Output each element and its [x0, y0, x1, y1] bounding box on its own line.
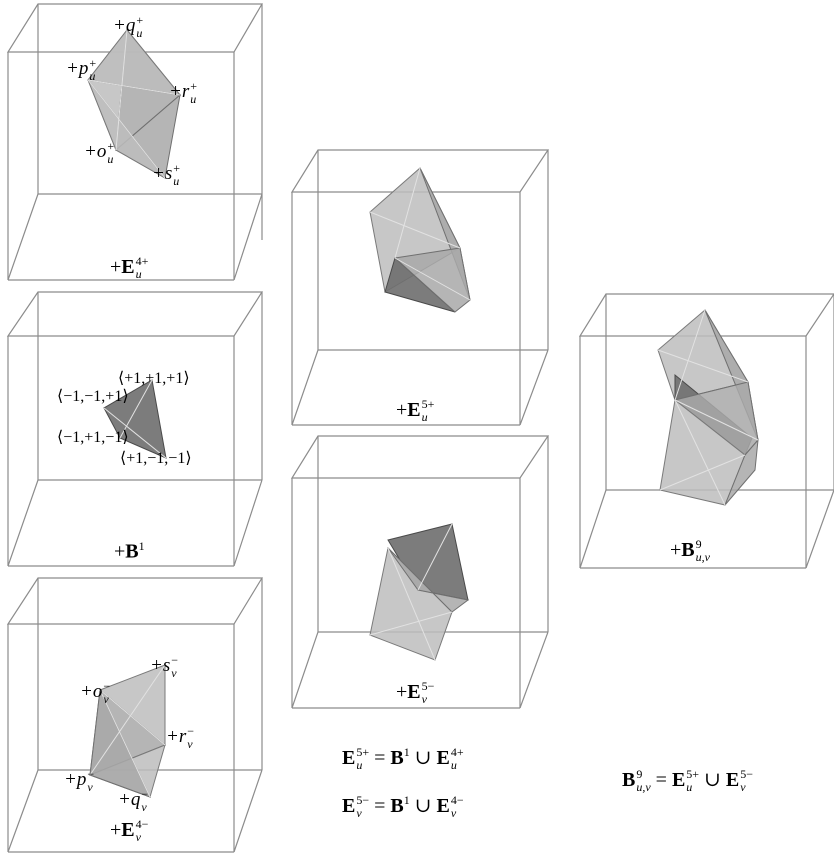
vertex-label-q-u: +q+u	[113, 13, 144, 40]
vertex-label-r-v: +r−v	[166, 724, 194, 751]
vertex-label-q-v: +q−v	[118, 787, 149, 814]
vertex-label-o-u: +o+u	[84, 139, 115, 166]
panel-e4u-polyhedron	[87, 28, 182, 179]
panel-b1-box	[6, 291, 264, 567]
panel-b9-polyhedron	[657, 309, 759, 506]
vertex-label-s-u: +s+u	[152, 161, 180, 188]
coord-label-ppp: ⟨+1,+1,+1⟩	[118, 370, 190, 387]
panel-e5v-box	[290, 435, 550, 709]
vertex-label-p-v: +p−v	[64, 767, 95, 794]
coord-label-mpm: ⟨−1,+1,−1⟩	[57, 429, 129, 446]
panel-e5v-polyhedron	[369, 523, 470, 661]
vertex-label-p-u: +p+u	[66, 56, 97, 83]
panel-b1-tetrahedron	[103, 379, 167, 459]
panel-b9-box	[578, 293, 834, 569]
panel-e4v-polyhedron	[88, 664, 166, 798]
vertex-label-o-v: +o−v	[80, 679, 111, 706]
panel-e5u-box	[290, 149, 550, 426]
panel-e5u-polyhedron	[369, 167, 471, 313]
coord-label-pmm: ⟨+1,−1,−1⟩	[120, 450, 192, 467]
panel-e4u-box	[6, 3, 264, 281]
caption-b1: +B1	[114, 539, 145, 563]
vertex-label-s-v: +s−v	[150, 653, 178, 680]
coord-label-mmp: ⟨−1,−1,+1⟩	[57, 388, 129, 405]
vertex-label-r-u: +r+u	[169, 79, 197, 106]
